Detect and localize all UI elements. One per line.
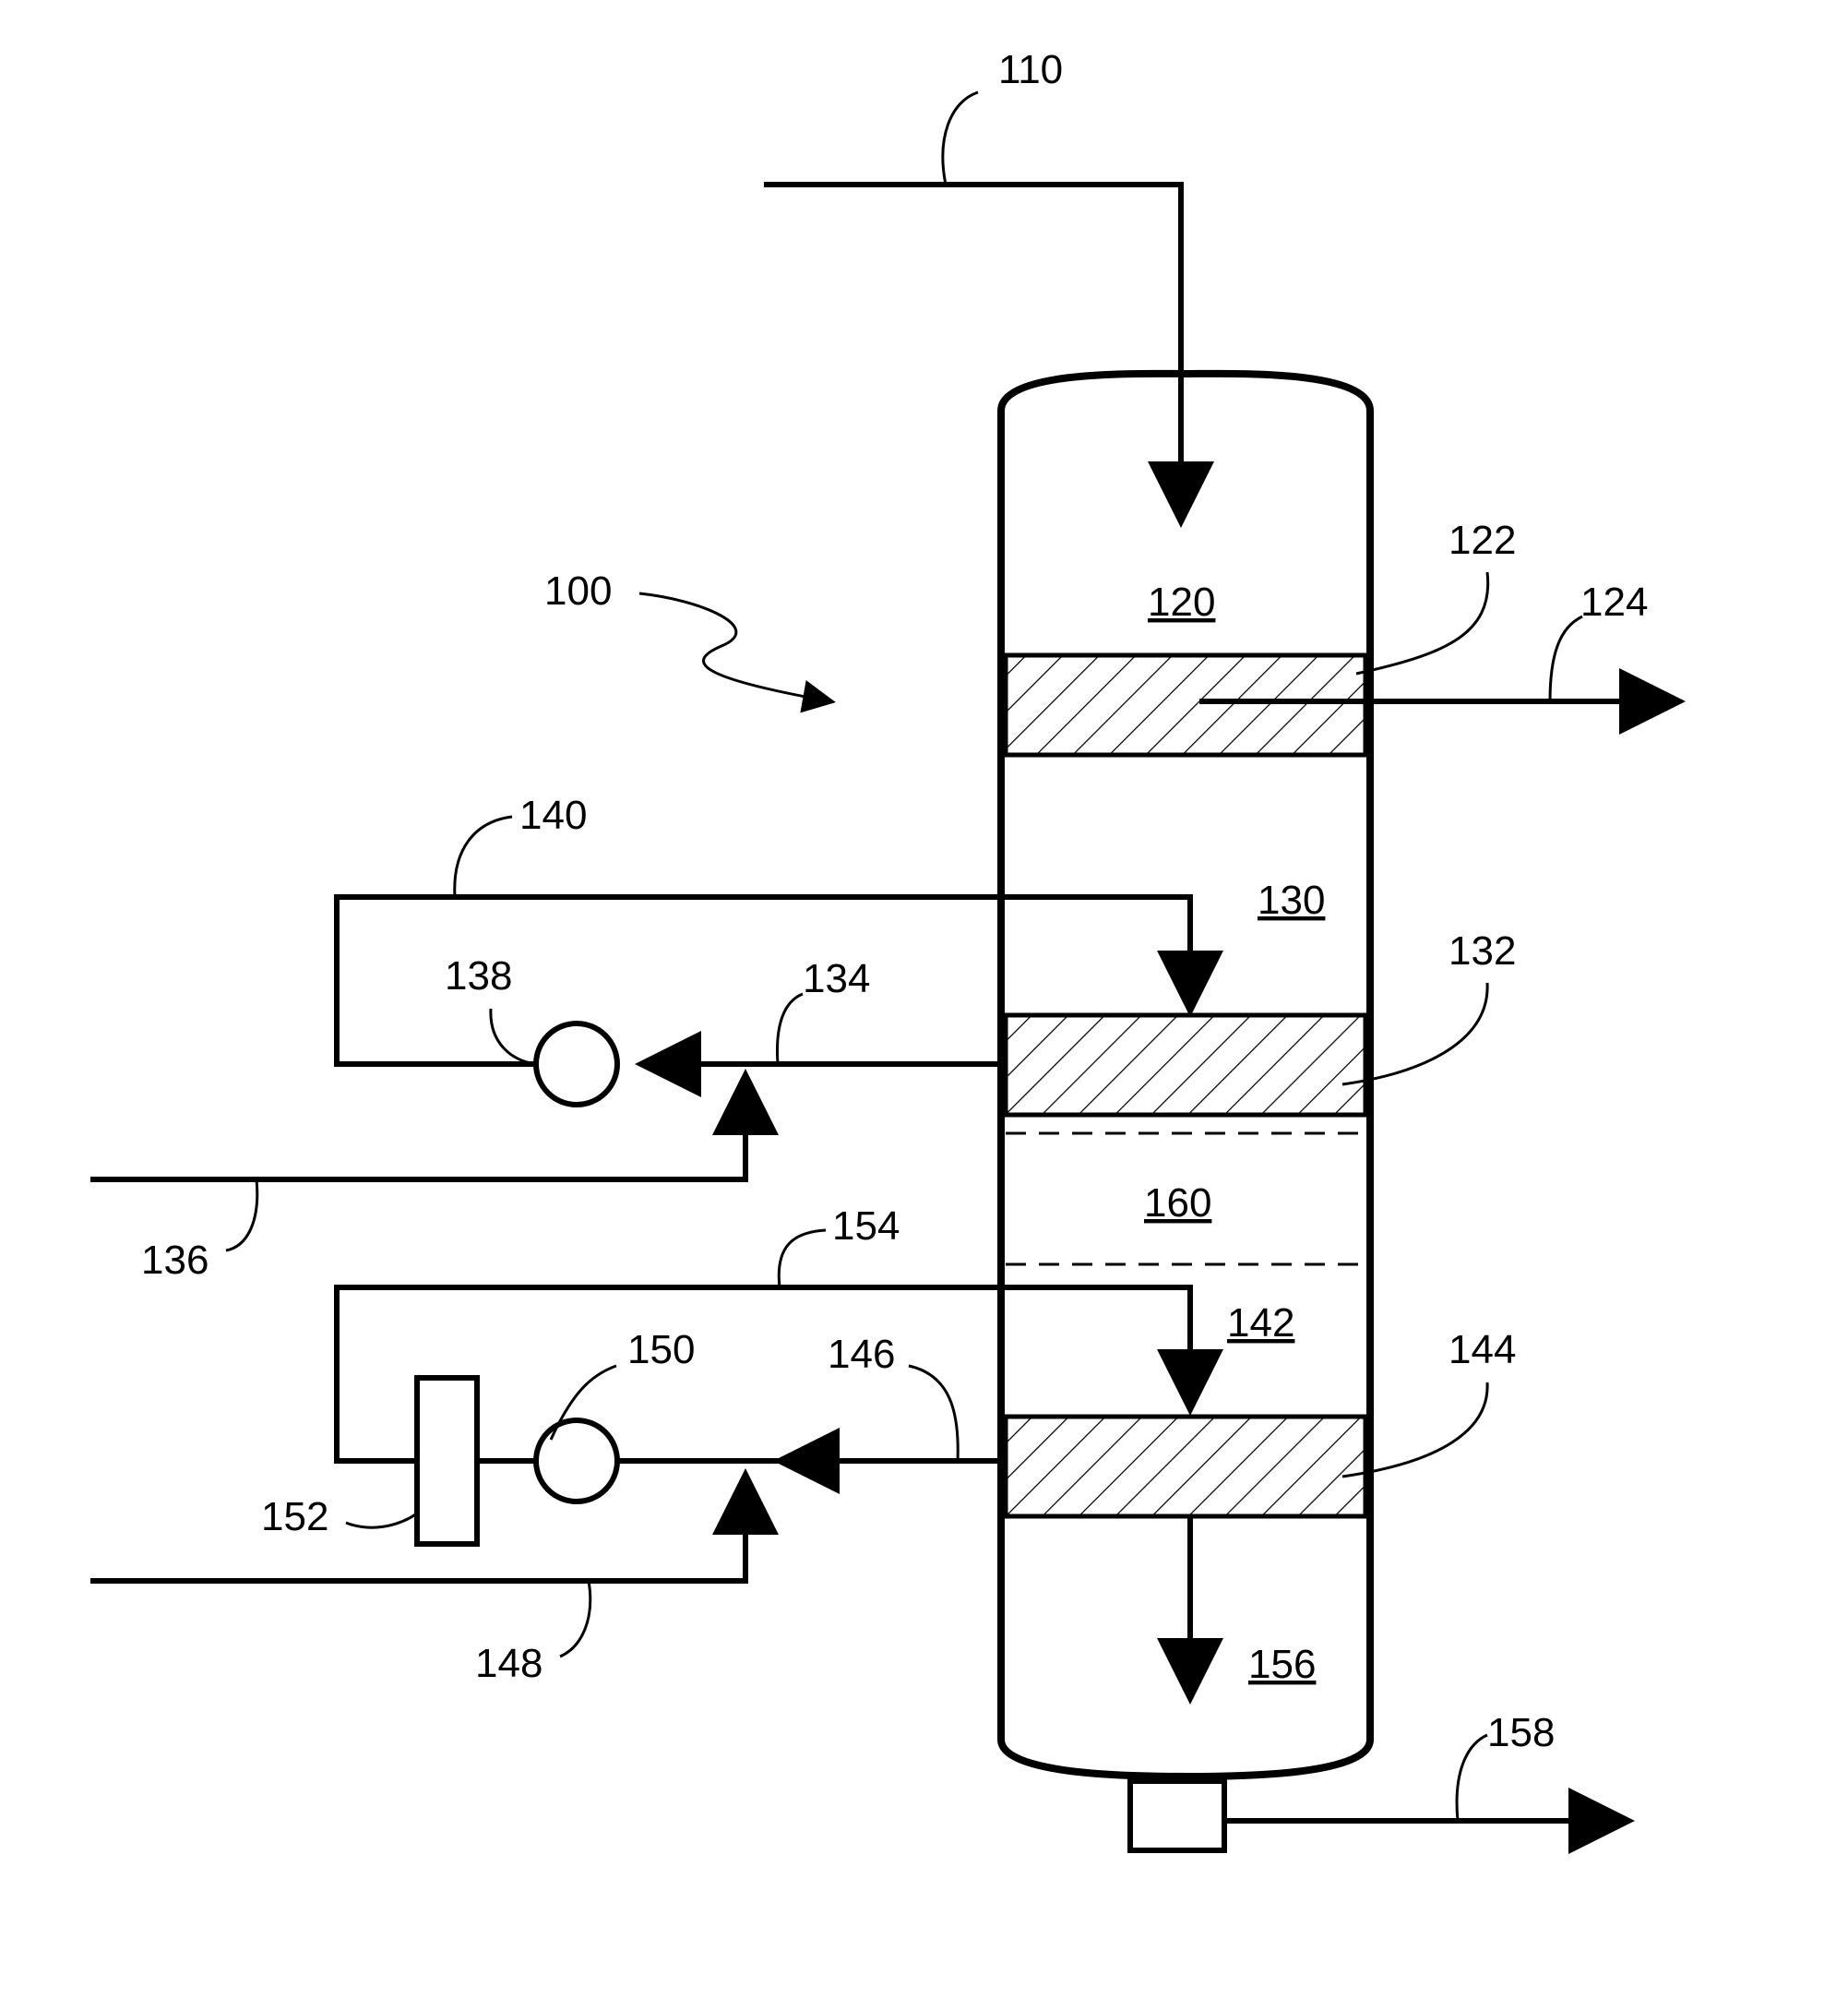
leader-136 xyxy=(226,1179,257,1250)
label-154: 154 xyxy=(832,1203,900,1249)
bed-top xyxy=(1006,655,1365,755)
label-152: 152 xyxy=(261,1494,328,1539)
bed-low xyxy=(1006,1417,1365,1516)
label-124: 124 xyxy=(1580,580,1648,625)
leader-146 xyxy=(909,1366,958,1461)
bottom-nozzle xyxy=(1130,1781,1224,1850)
low-pump xyxy=(536,1420,617,1502)
label-134: 134 xyxy=(803,956,870,1001)
label-158: 158 xyxy=(1487,1710,1555,1755)
bed-mid xyxy=(1006,1015,1365,1115)
leader-124 xyxy=(1550,616,1582,701)
label-130: 130 xyxy=(1258,878,1325,923)
label-156: 156 xyxy=(1248,1642,1316,1687)
label-132: 132 xyxy=(1449,928,1516,974)
low-unit xyxy=(417,1378,477,1544)
leader-134 xyxy=(777,994,803,1064)
label-138: 138 xyxy=(445,953,512,999)
label-100: 100 xyxy=(544,568,612,614)
leader-140 xyxy=(455,817,512,897)
leader-lines xyxy=(226,92,1582,1821)
label-110: 110 xyxy=(998,47,1063,92)
leader-138 xyxy=(491,1009,536,1064)
label-150: 150 xyxy=(627,1327,695,1372)
leader-152 xyxy=(346,1513,417,1527)
feed-line xyxy=(764,185,1181,517)
label-140: 140 xyxy=(519,793,587,838)
label-122: 122 xyxy=(1449,518,1516,563)
leader-122 xyxy=(1356,572,1488,674)
leader-154 xyxy=(779,1230,826,1287)
leader-110 xyxy=(943,92,978,185)
label-144: 144 xyxy=(1449,1327,1516,1372)
label-160: 160 xyxy=(1144,1180,1211,1226)
label-148: 148 xyxy=(475,1641,542,1686)
system-pointer xyxy=(639,593,830,701)
mid-makeup-line xyxy=(90,1080,745,1179)
label-136: 136 xyxy=(141,1238,209,1283)
leader-158 xyxy=(1457,1735,1487,1821)
mid-pump xyxy=(536,1023,617,1105)
label-146: 146 xyxy=(828,1332,895,1377)
label-142: 142 xyxy=(1227,1300,1294,1346)
leader-148 xyxy=(560,1581,590,1657)
label-120: 120 xyxy=(1148,580,1215,625)
